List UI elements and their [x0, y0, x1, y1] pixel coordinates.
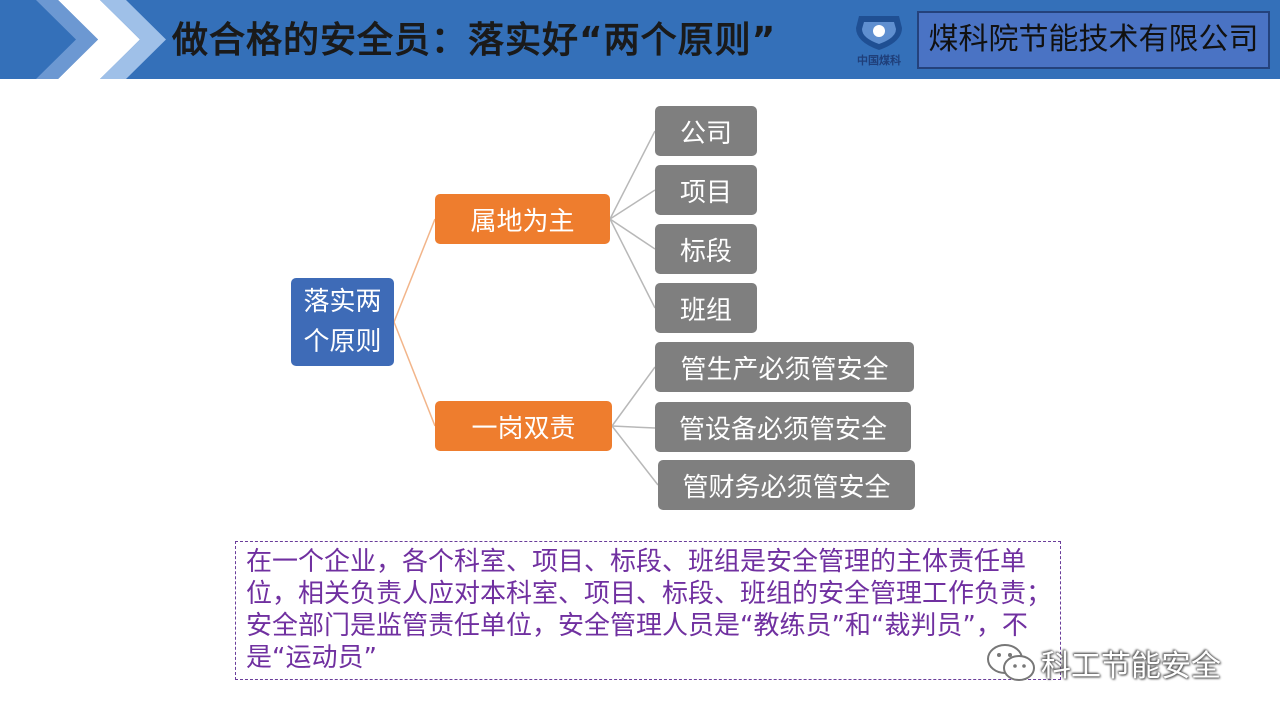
leaf-node-production-safety: 管生产必须管安全: [655, 342, 914, 392]
watermark-text: 科工节能安全: [1041, 649, 1221, 684]
leaf-node-finance-safety: 管财务必须管安全: [658, 460, 915, 510]
watermark: 科工节能安全: [985, 638, 1221, 688]
connector-root-branch-1: [393, 218, 436, 323]
connector-branch-1-leaf-3: [609, 218, 656, 250]
leaf-node-team: 班组: [655, 283, 757, 333]
connector-branch-1-leaf-4: [609, 218, 656, 309]
leaf-node-project: 项目: [655, 165, 757, 215]
chevron-right-icon: [36, 0, 166, 79]
company-name: 煤科院节能技术有限公司: [928, 22, 1259, 57]
logo-caption: 中国煤科: [857, 53, 901, 67]
connector-branch-2-leaf-2: [611, 425, 656, 429]
wechat-icon: [987, 644, 1035, 681]
leaf-node-company: 公司: [655, 106, 757, 156]
branch-node-dual-duty: 一岗双责: [435, 401, 612, 451]
note-text: 在一个企业，各个科室、项目、标段、班组是安全管理的主体责任单位，相关负责人应对本…: [246, 547, 1053, 673]
page-title: 做合格的安全员：落实好“两个原则”: [172, 20, 777, 61]
connector-branch-2-leaf-3: [611, 425, 659, 486]
note-box: 在一个企业，各个科室、项目、标段、班组是安全管理的主体责任单位，相关负责人应对本…: [235, 541, 1061, 680]
connector-branch-2-leaf-1: [611, 366, 656, 427]
branch-node-territorial: 属地为主: [435, 194, 610, 244]
leaf-node-section: 标段: [655, 224, 757, 274]
connector-root-branch-2: [393, 321, 436, 427]
connector-branch-1-leaf-1: [609, 130, 656, 220]
header-bar: 做合格的安全员：落实好“两个原则” 中国煤科 煤科院节能技术有限公司: [0, 0, 1280, 79]
company-badge: 煤科院节能技术有限公司: [917, 11, 1270, 69]
root-node: 落实两个原则: [291, 278, 394, 366]
leaf-node-equipment-safety: 管设备必须管安全: [655, 402, 911, 452]
company-logo-icon: 中国煤科: [856, 16, 902, 67]
connector-branch-1-leaf-2: [609, 189, 656, 220]
